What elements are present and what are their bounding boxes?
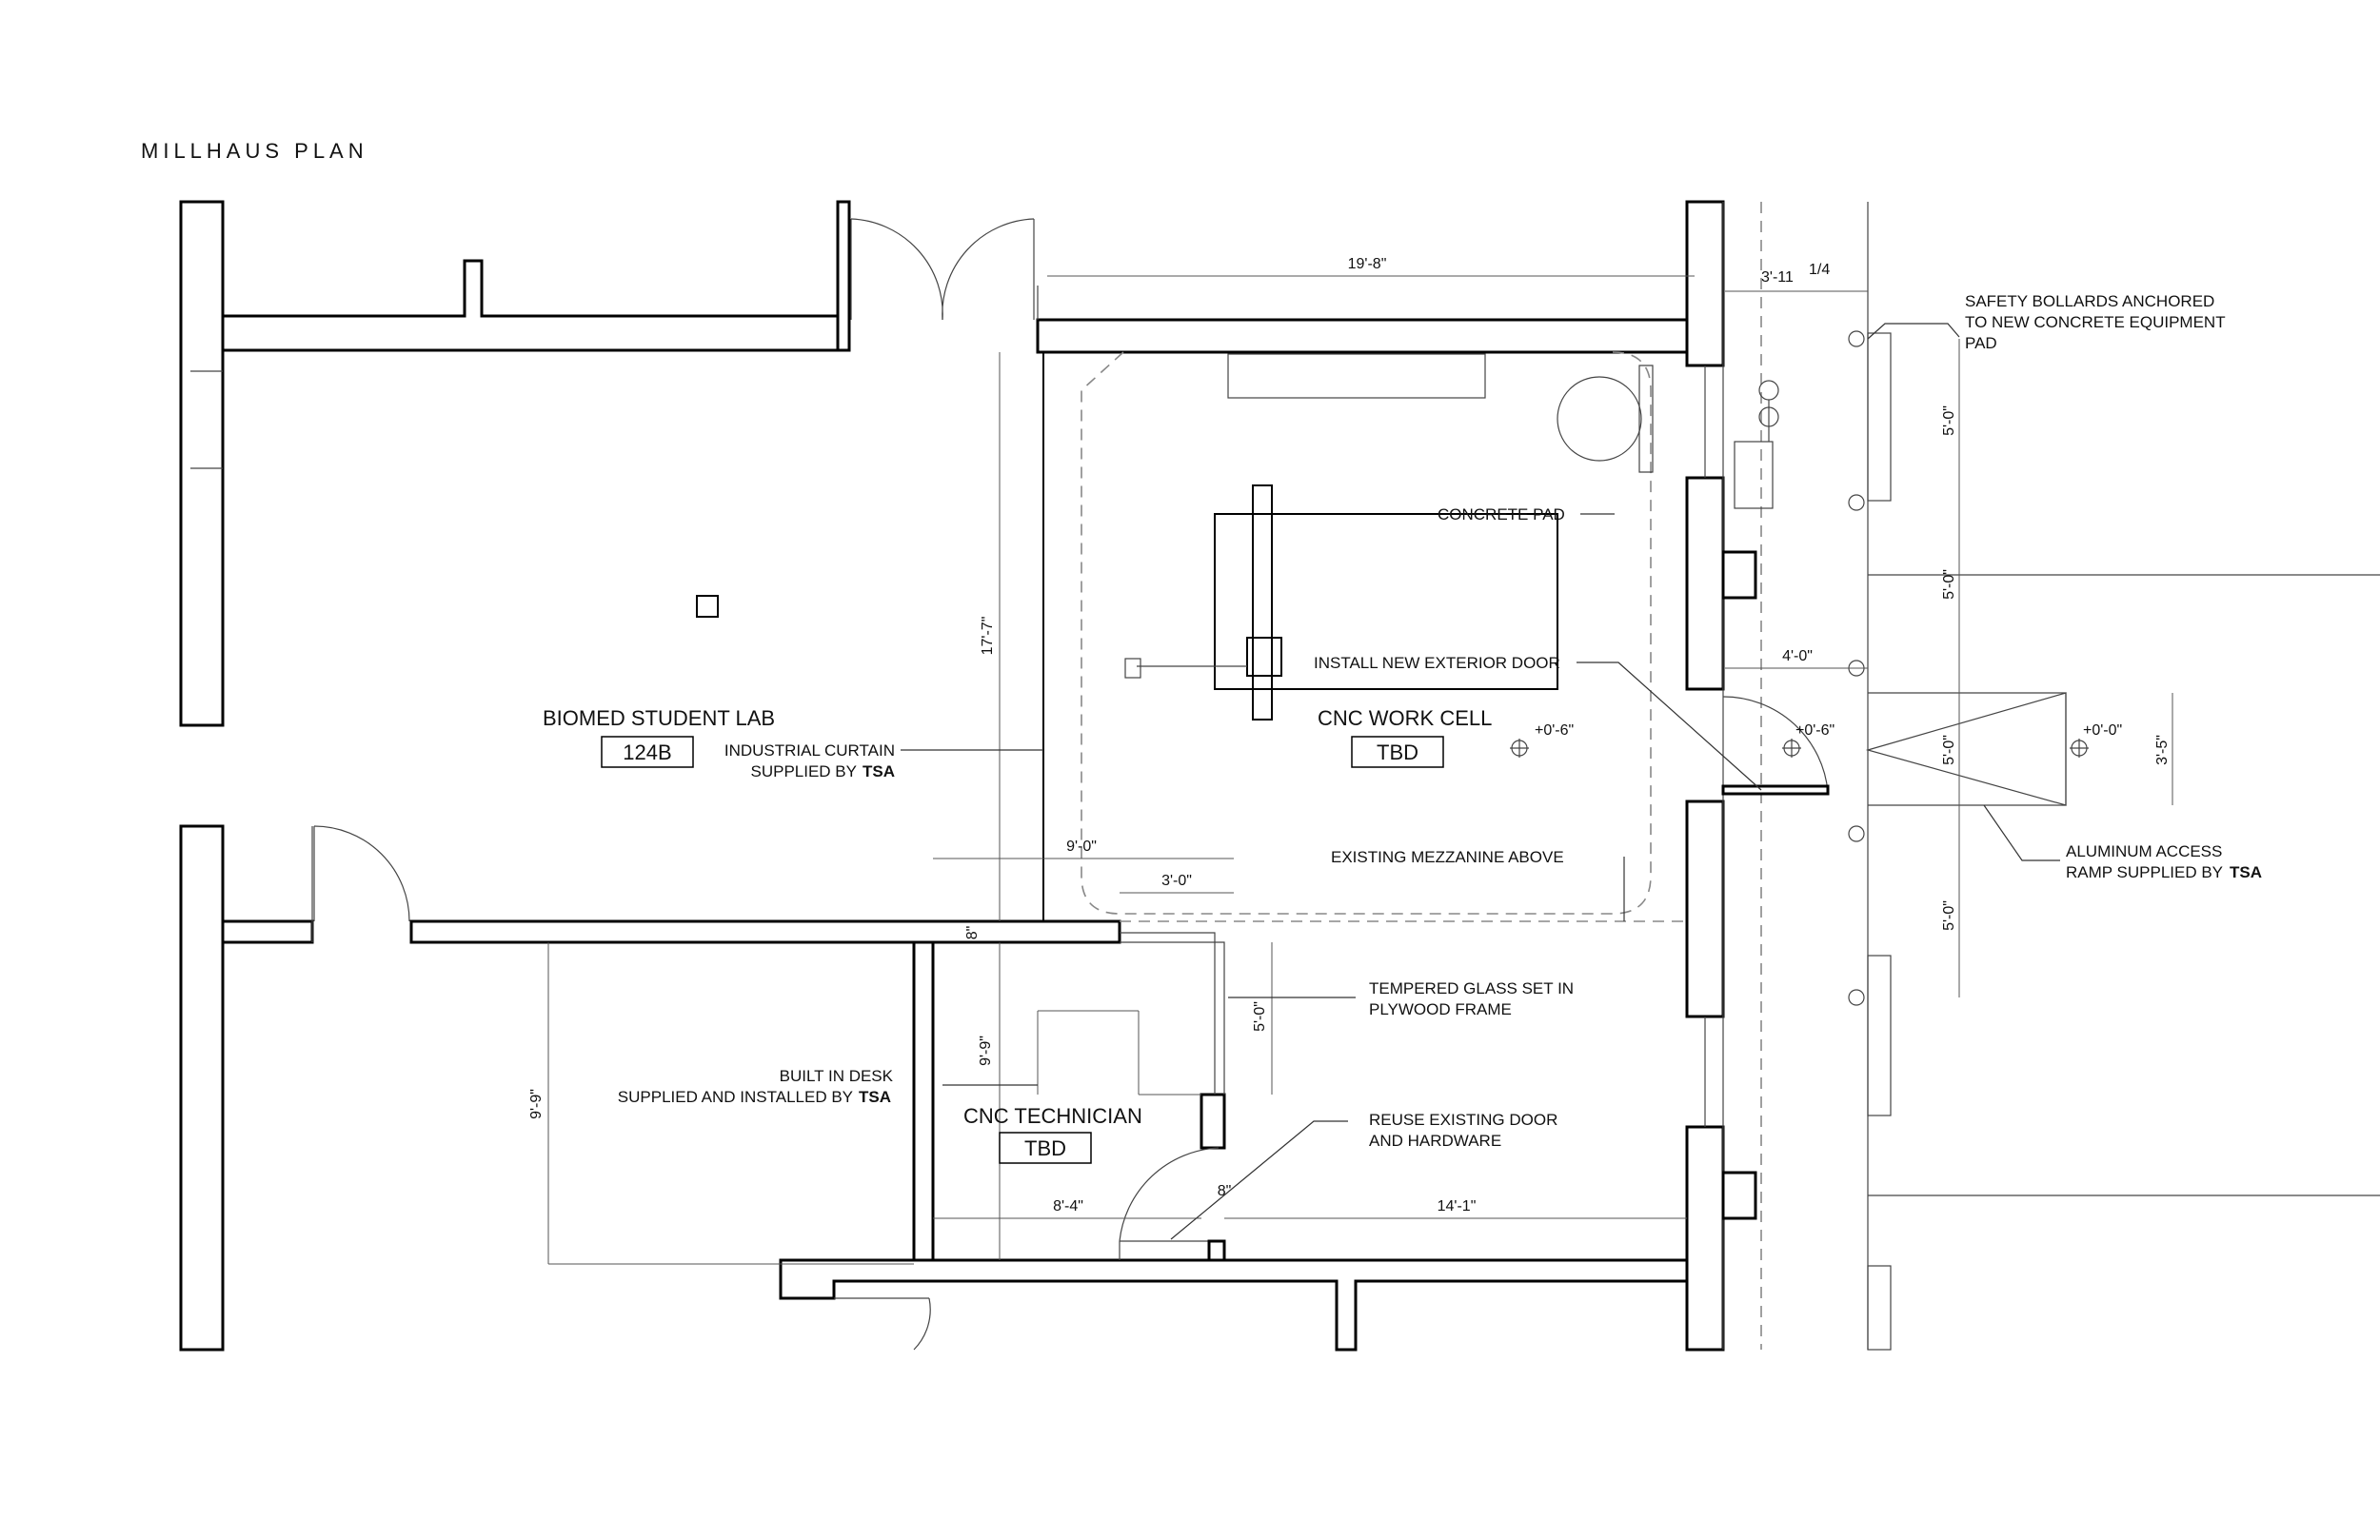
note-bollards-2: TO NEW CONCRETE EQUIPMENT (1965, 313, 2226, 331)
lab-door (313, 825, 410, 922)
cell-counter (1227, 353, 1486, 399)
leader-lines (901, 323, 2060, 1240)
dim-wall-thickness: 8" (964, 926, 981, 940)
note-curtain-2: SUPPLIED BY (751, 762, 858, 780)
note-ramp-2: RAMP SUPPLIED BY (2066, 863, 2223, 881)
note-reuse-door-1: REUSE EXISTING DOOR (1369, 1111, 1557, 1129)
lab-south-wall-b (409, 919, 1121, 944)
cnc-machine (1214, 513, 1558, 690)
north-wall-lab (223, 200, 851, 352)
bollard-rail-2 (1867, 955, 1892, 1116)
east-wall-4 (1685, 1125, 1725, 1352)
note-bollards-3: PAD (1965, 334, 1997, 352)
exterior-unit (1734, 441, 1774, 509)
note-concrete-pad: CONCRETE PAD (1438, 505, 1565, 523)
dim-partition: 9'-0" (1066, 839, 1097, 855)
note-exterior-door: INSTALL NEW EXTERIOR DOOR (1314, 654, 1560, 672)
note-desk-bold: TSA (859, 1088, 891, 1106)
elevation-labels: +0'-6" +0'-6" +0'-0" (1535, 722, 2122, 739)
dimension-labels: 19'-8" 3'-11 1/4 17'-7" 5'-0" 5'-0" 5'-0… (528, 256, 2171, 1214)
east-wall-2 (1685, 476, 1725, 691)
room-cnc-cell: CNC WORK CELL TBD (1318, 706, 1492, 768)
bollard-icon (1848, 494, 1865, 511)
west-wall-upper (179, 200, 225, 727)
east-wall-3 (1685, 800, 1725, 1018)
elev-exterior: +0'-0" (2083, 722, 2122, 739)
bollard-icon (1848, 330, 1865, 347)
north-wall-cell (1036, 318, 1696, 354)
dim-desk-height: 9'-9" (528, 1089, 545, 1119)
equipment (696, 353, 1779, 1220)
dim-door-gap: 8" (1218, 1183, 1232, 1199)
note-desk-1: BUILT IN DESK (780, 1067, 894, 1085)
bollard-icon (1848, 825, 1865, 842)
dim-bollard-gap-4: 5'-0" (1941, 900, 1957, 931)
dim-tech-width: 8'-4" (1053, 1198, 1083, 1214)
dim-exterior-offset: 3'-11 (1761, 269, 1794, 286)
dim-corridor-width: 14'-1" (1438, 1198, 1477, 1214)
drawing-title: MILLHAUS PLAN (141, 139, 368, 163)
walls (179, 200, 1869, 1352)
dim-glass-height: 5'-0" (1252, 1001, 1268, 1032)
dim-bollard-gap-3: 5'-0" (1941, 735, 1957, 765)
note-glass-1: TEMPERED GLASS SET IN (1369, 979, 1574, 997)
note-glass-2: PLYWOOD FRAME (1369, 1000, 1512, 1018)
elev-cell-floor: +0'-6" (1535, 722, 1574, 739)
note-reuse-door-2: AND HARDWARE (1369, 1132, 1501, 1150)
dim-door-offset: 4'-0" (1782, 648, 1813, 664)
exterior-door (1721, 696, 1830, 796)
room-tag-cnc-cell (1351, 736, 1444, 768)
dim-glass-width: 3'-0" (1161, 873, 1192, 889)
double-door (850, 218, 1035, 321)
note-mezzanine: EXISTING MEZZANINE ABOVE (1331, 848, 1564, 866)
room-number-biomed: 124B (623, 740, 671, 764)
lab-south-wall-a (221, 919, 314, 944)
note-ramp-1: ALUMINUM ACCESS (2066, 842, 2222, 860)
room-tag-biomed (601, 736, 694, 768)
room-name-biomed: BIOMED STUDENT LAB (543, 706, 775, 730)
south-wall (779, 1258, 1689, 1352)
elev-landing: +0'-6" (1795, 722, 1835, 739)
room-name-cnc-tech: CNC TECHNICIAN (963, 1104, 1142, 1128)
dimension-lines (547, 275, 2173, 1265)
dim-bollard-gap-2: 5'-0" (1941, 569, 1957, 600)
dim-bollard-gap-1: 5'-0" (1941, 405, 1957, 436)
dim-ramp-width: 3'-5" (2154, 735, 2171, 765)
ramp-and-bollards (1510, 330, 2380, 1351)
tech-east-wall-stub (1200, 1093, 1226, 1150)
column-icon (696, 595, 719, 618)
tank-icon (1557, 376, 1642, 462)
bollard-rail-1 (1867, 332, 1892, 502)
room-biomed: BIOMED STUDENT LAB 124B (543, 706, 775, 768)
note-curtain-bold: TSA (863, 762, 895, 780)
elevation-marker-icon (1510, 739, 2089, 758)
annotations: INDUSTRIAL CURTAIN SUPPLIED BY TSA CONCR… (618, 292, 2262, 1150)
dim-exterior-offset-frac: 1/4 (1809, 262, 1830, 278)
room-cnc-tech: CNC TECHNICIAN TBD (963, 1104, 1142, 1164)
note-bollards-1: SAFETY BOLLARDS ANCHORED (1965, 292, 2214, 310)
note-desk-2: SUPPLIED AND INSTALLED BY (618, 1088, 853, 1106)
dim-cell-width: 19'-8" (1348, 256, 1387, 272)
dim-cell-height: 17'-7" (980, 617, 996, 656)
bollard-icon (1848, 989, 1865, 1006)
room-number-cnc-cell: TBD (1377, 740, 1418, 764)
glass-partition (1120, 941, 1225, 1095)
tech-door (1119, 1147, 1226, 1262)
note-curtain-1: INDUSTRIAL CURTAIN (724, 741, 895, 760)
east-wall-1 (1685, 200, 1725, 367)
tech-west-wall (912, 940, 935, 1262)
dim-tech-height: 9'-9" (978, 1036, 994, 1066)
mezzanine-outline (1081, 351, 1652, 915)
note-ramp-bold: TSA (2230, 863, 2262, 881)
room-number-cnc-tech: TBD (1024, 1136, 1066, 1160)
room-name-cnc-cell: CNC WORK CELL (1318, 706, 1492, 730)
west-wall-lower (179, 824, 225, 1352)
room-tag-cnc-tech (999, 1132, 1092, 1164)
ramp-landing (1868, 692, 2067, 806)
